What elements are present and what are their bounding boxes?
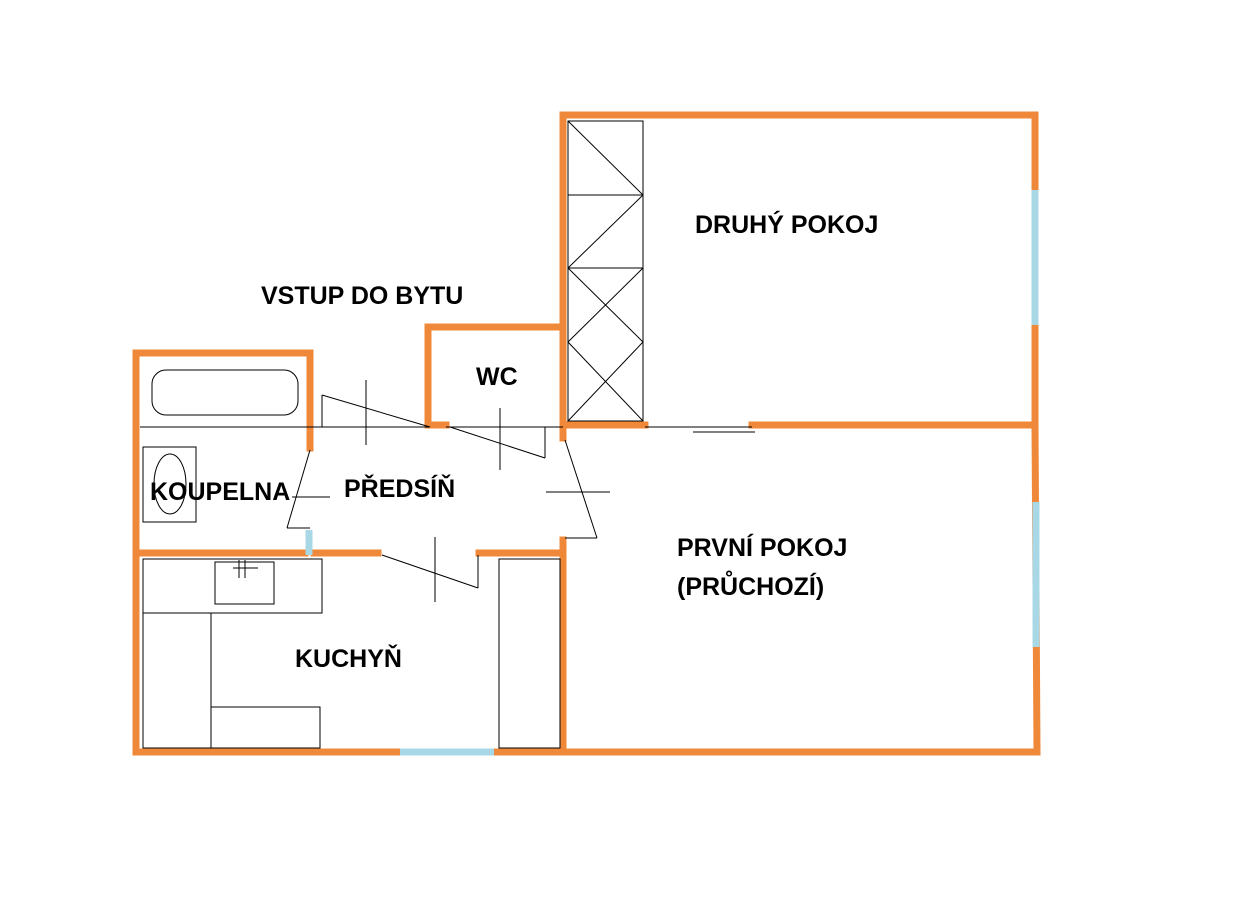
kitchen-cabinet-right <box>498 558 561 749</box>
toilet-box <box>142 446 197 523</box>
label-bathroom: KOUPELNA <box>150 478 290 506</box>
bathtub <box>151 369 299 416</box>
windows <box>305 190 1040 756</box>
door-first-room <box>564 439 598 539</box>
fixtures <box>140 120 755 749</box>
labels: VSTUP DO BYTU WC DRUHÝ POKOJ KOUPELNA PŘ… <box>150 209 878 673</box>
kitchen-table <box>210 706 321 749</box>
label-wc: WC <box>476 363 518 391</box>
kitchen-counter-top <box>142 558 323 614</box>
label-entrance: VSTUP DO BYTU <box>261 282 463 310</box>
label-first-room-line2: (PRŮCHOZÍ) <box>677 569 824 601</box>
label-kitchen: KUCHYŇ <box>295 643 402 673</box>
label-hallway: PŘEDSÍŇ <box>344 473 455 503</box>
label-second-room: DRUHÝ POKOJ <box>695 209 878 239</box>
door-kitchen <box>381 554 479 589</box>
label-first-room-line1: PRVNÍ POKOJ <box>677 533 847 562</box>
door-wc <box>449 426 546 459</box>
toilet-bowl <box>153 453 187 515</box>
wardrobe <box>567 120 644 422</box>
door-bathroom <box>286 449 311 529</box>
walls <box>132 111 1041 756</box>
kitchen-counter-left <box>142 612 212 749</box>
wardrobe-door-marks <box>566 120 644 422</box>
